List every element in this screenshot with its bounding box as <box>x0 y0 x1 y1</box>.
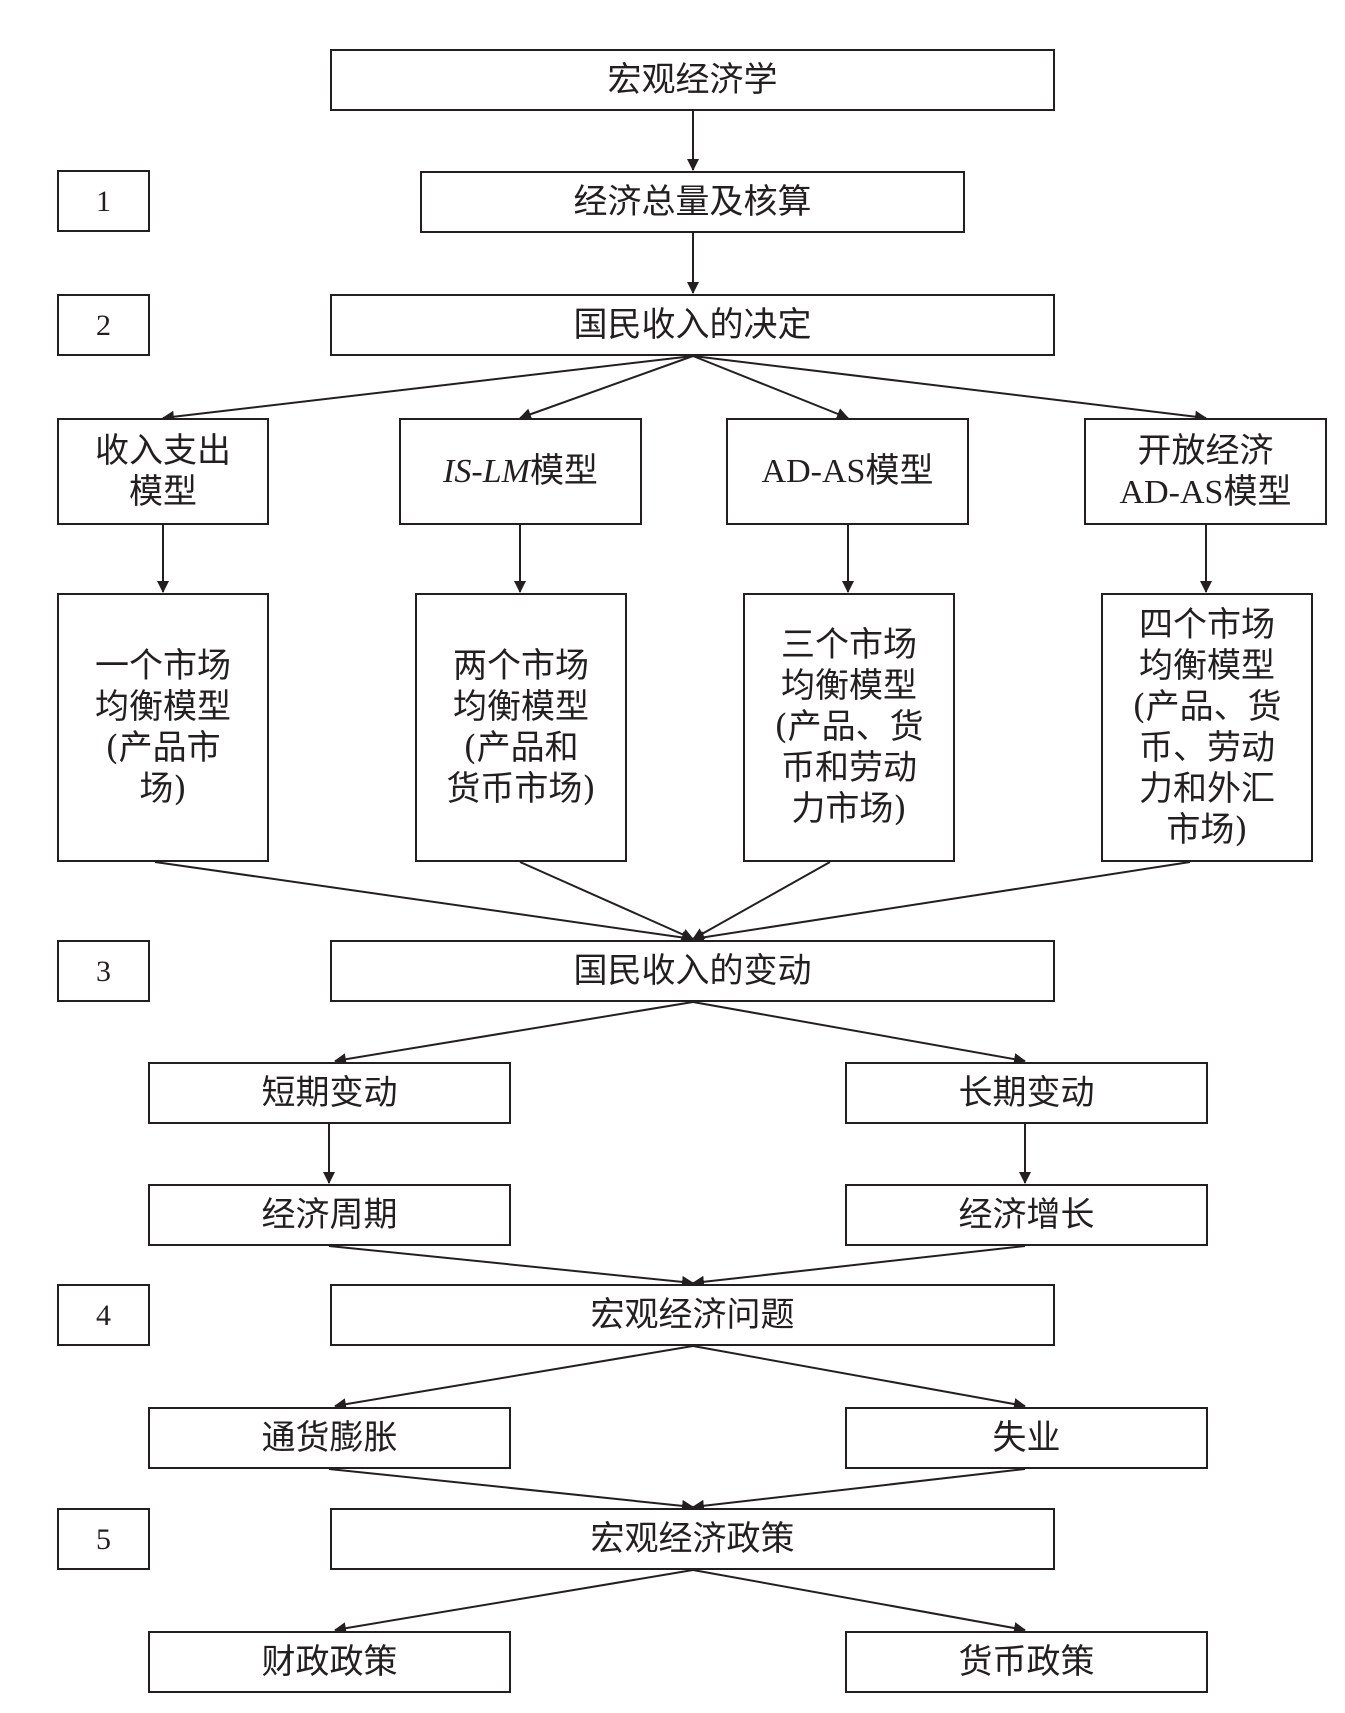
fiscal-policy-box: 财政政策 <box>148 1631 511 1693</box>
macro-policy-box: 宏观经济政策 <box>330 1508 1055 1570</box>
inflation-box: 通货膨胀 <box>148 1407 511 1469</box>
macro-problems-text: 宏观经济问题 <box>590 1294 795 1335</box>
aggregate-accounting-text: 经济总量及核算 <box>573 181 812 222</box>
step-3-label: 3 <box>57 940 150 1002</box>
model-is-lm: IS-LM模型 <box>399 418 642 525</box>
model-income-expenditure: 收入支出 模型 <box>57 418 269 525</box>
economic-growth-box: 经济增长 <box>845 1184 1208 1246</box>
one-market-text: 一个市场 均衡模型 (产品市 场) <box>95 645 231 809</box>
long-run-text: 长期变动 <box>958 1072 1095 1113</box>
macroeconomics-text: 宏观经济学 <box>607 59 778 100</box>
step-2-text: 2 <box>96 308 111 342</box>
arrow-policy-to-monetary <box>692 1569 1026 1634</box>
ad-as-latin-text: AD-AS <box>761 453 866 490</box>
arrow-one-market-to-income-change <box>154 861 694 944</box>
three-market-equilibrium-box: 三个市场 均衡模型 (产品、货 币和劳动 力市场) <box>743 593 955 862</box>
unemployment-text: 失业 <box>992 1417 1061 1458</box>
macroeconomics-box: 宏观经济学 <box>330 49 1055 111</box>
model-income-expenditure-text: 收入支出 模型 <box>95 430 231 512</box>
long-run-box: 长期变动 <box>845 1062 1208 1124</box>
arrow-problems-to-inflation <box>334 1345 694 1411</box>
arrow-income-change-to-short-run <box>334 1001 694 1066</box>
short-run-text: 短期变动 <box>261 1072 398 1113</box>
three-market-text: 三个市场 均衡模型 (产品、货 币和劳动 力市场) <box>774 625 924 829</box>
income-change-box: 国民收入的变动 <box>330 940 1055 1002</box>
step-4-label: 4 <box>57 1284 150 1346</box>
one-market-equilibrium-box: 一个市场 均衡模型 (产品市 场) <box>57 593 269 862</box>
model-is-lm-title: IS-LM模型 <box>443 451 598 492</box>
arrow-problems-to-unemployment <box>692 1345 1026 1410</box>
monetary-policy-text: 货币政策 <box>958 1641 1095 1682</box>
model-ad-as: AD-AS模型 <box>726 418 969 525</box>
open-ad-as-latin-text: AD-AS <box>1119 473 1224 511</box>
step-2-label: 2 <box>57 294 150 356</box>
is-lm-italic-text: IS-LM <box>443 453 530 490</box>
business-cycle-text: 经济周期 <box>261 1194 398 1235</box>
four-market-equilibrium-box: 四个市场 均衡模型 (产品、货 币、劳动 力和外汇 市场) <box>1101 593 1313 862</box>
arrow-determination-to-income-expenditure <box>162 355 694 423</box>
economic-growth-text: 经济增长 <box>958 1194 1095 1235</box>
macro-policy-text: 宏观经济政策 <box>590 1518 795 1559</box>
four-market-text: 四个市场 均衡模型 (产品、货 币、劳动 力和外汇 市场) <box>1132 604 1282 850</box>
two-market-text: 两个市场 均衡模型 (产品和 货币市场) <box>446 645 596 809</box>
two-market-equilibrium-box: 两个市场 均衡模型 (产品和 货币市场) <box>415 593 627 862</box>
arrow-business-cycle-to-problems <box>328 1245 694 1288</box>
monetary-policy-box: 货币政策 <box>845 1631 1208 1693</box>
income-change-text: 国民收入的变动 <box>573 950 812 991</box>
open-economy-line1: 开放经济 <box>1137 430 1274 471</box>
business-cycle-box: 经济周期 <box>148 1184 511 1246</box>
is-lm-suffix-text: 模型 <box>529 451 598 491</box>
arrow-determination-to-is-lm <box>519 355 694 420</box>
step-3-text: 3 <box>96 954 111 988</box>
arrow-unemployment-to-policy <box>692 1468 1026 1512</box>
income-determination-box: 国民收入的决定 <box>330 294 1055 356</box>
step-1-text: 1 <box>96 184 111 218</box>
arrow-three-market-to-income-change <box>692 861 831 940</box>
inflation-text: 通货膨胀 <box>261 1417 398 1458</box>
step-5-label: 5 <box>57 1508 150 1570</box>
step-4-text: 4 <box>96 1298 111 1332</box>
fiscal-policy-text: 财政政策 <box>261 1641 398 1682</box>
arrow-two-market-to-income-change <box>519 861 694 941</box>
unemployment-box: 失业 <box>845 1407 1208 1469</box>
arrow-economic-growth-to-problems <box>692 1245 1026 1288</box>
arrow-determination-to-ad-as <box>692 355 849 420</box>
income-determination-text: 国民收入的决定 <box>573 304 812 345</box>
open-ad-as-suffix-text: 模型 <box>1223 471 1292 512</box>
step-1-label: 1 <box>57 170 150 232</box>
ad-as-suffix-text: 模型 <box>865 451 934 491</box>
arrow-inflation-to-policy <box>328 1468 694 1512</box>
arrow-income-change-to-long-run <box>692 1001 1026 1065</box>
short-run-box: 短期变动 <box>148 1062 511 1124</box>
aggregate-accounting-box: 经济总量及核算 <box>420 171 965 233</box>
step-5-text: 5 <box>96 1522 111 1556</box>
macro-problems-box: 宏观经济问题 <box>330 1284 1055 1346</box>
arrow-determination-to-open-economy <box>692 355 1207 423</box>
arrow-policy-to-fiscal <box>334 1569 694 1635</box>
model-ad-as-title: AD-AS模型 <box>762 451 934 492</box>
arrow-four-market-to-income-change <box>692 861 1191 944</box>
